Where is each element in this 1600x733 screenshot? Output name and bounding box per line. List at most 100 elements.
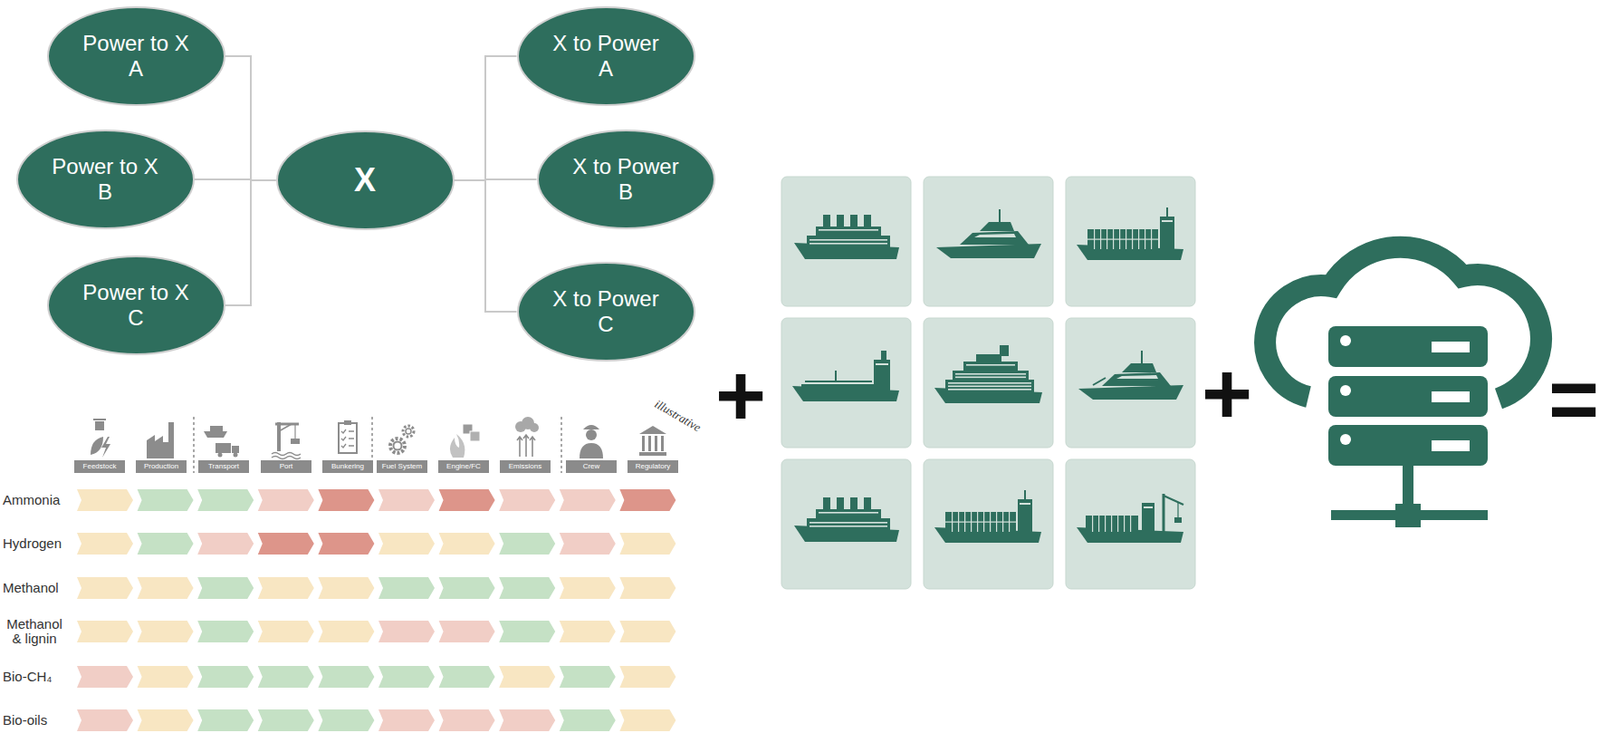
stage-header: Emissions xyxy=(499,459,551,473)
rating-chevron xyxy=(559,708,616,731)
ship-windows xyxy=(809,521,888,524)
rating-chevron xyxy=(619,708,676,731)
server-light xyxy=(1340,433,1351,445)
ship-mast xyxy=(804,380,872,383)
engine-icon xyxy=(450,423,480,458)
rating-chevron xyxy=(317,665,374,688)
ship-tile xyxy=(781,459,911,589)
container-gap xyxy=(1104,515,1106,532)
ship-mast xyxy=(1162,493,1166,532)
stage-header: Crew xyxy=(565,459,617,473)
tile-ground xyxy=(923,317,1054,448)
crane-load xyxy=(1174,517,1182,523)
node-text: Power to X C xyxy=(72,279,199,330)
ship-part xyxy=(815,508,882,518)
ship-part xyxy=(806,235,891,248)
ship-windows xyxy=(974,233,1016,238)
container-gap xyxy=(1123,515,1125,532)
rating-chevron xyxy=(498,665,556,688)
ship-containers xyxy=(1087,229,1159,250)
factory-shape xyxy=(146,421,174,459)
ship-windows xyxy=(948,385,1032,388)
tile-ground xyxy=(1065,317,1196,448)
rating-chevron xyxy=(137,576,194,599)
rating-chevrons xyxy=(76,488,676,731)
node-text: X to Power A xyxy=(544,30,669,81)
row-label: Ammonia xyxy=(2,491,60,508)
rating-chevron xyxy=(197,665,254,688)
rating-chevron xyxy=(317,488,374,511)
rating-chevron xyxy=(619,532,676,555)
server-light xyxy=(1340,384,1351,396)
separator-lines xyxy=(193,416,562,473)
rating-chevron xyxy=(76,532,134,555)
dashed-separator xyxy=(560,416,563,473)
row-label: Bio-oils xyxy=(2,711,48,728)
tile-ground xyxy=(923,176,1054,307)
node-text: Crew xyxy=(565,459,617,473)
rating-chevron xyxy=(378,708,435,731)
container-gap xyxy=(1111,515,1112,532)
gear-teeth xyxy=(402,425,414,437)
node-text: X xyxy=(354,161,376,199)
ship-tile xyxy=(1065,317,1196,448)
shoulders-shape xyxy=(579,442,604,459)
rating-chevron xyxy=(619,620,676,642)
ship-windows xyxy=(948,388,1032,391)
rating-chevron xyxy=(76,488,134,511)
ellipse-shape xyxy=(277,131,454,230)
ellipse-shape xyxy=(517,262,695,361)
node-text: Regulatory xyxy=(627,459,679,473)
ellipse-shape xyxy=(537,130,715,229)
rating-chevron xyxy=(559,665,616,688)
rating-chevron xyxy=(197,488,254,511)
water-wave xyxy=(271,452,301,456)
crane-load xyxy=(290,438,300,444)
process-ellipse: X to Power C xyxy=(517,261,696,362)
ship-windows xyxy=(818,511,879,514)
ship-funnel xyxy=(999,344,1009,356)
rating-chevron xyxy=(258,488,315,511)
node-text: Power to X B xyxy=(42,153,168,204)
rating-chevron xyxy=(498,708,556,731)
rating-chevron xyxy=(498,576,556,599)
server-unit xyxy=(1328,325,1488,367)
ellipse-shape xyxy=(47,256,225,355)
cube-shape xyxy=(469,431,480,441)
ship-part xyxy=(976,354,1002,362)
smoke-puff xyxy=(529,422,539,432)
row-label: Methanol xyxy=(2,579,59,595)
emissions-icon xyxy=(515,416,539,457)
ship-containers xyxy=(1085,515,1139,532)
bin-lid xyxy=(93,418,106,421)
crew-icon xyxy=(579,424,604,459)
ship-tile xyxy=(923,176,1054,307)
rating-chevron xyxy=(439,488,496,511)
roof-shape xyxy=(639,425,667,434)
ship-windows xyxy=(809,242,888,245)
head-shape xyxy=(585,429,597,441)
gear-ring xyxy=(393,441,403,451)
process-ellipse: Power to X A xyxy=(47,6,226,106)
stage-header: Engine/FC xyxy=(438,459,489,473)
rating-chevron xyxy=(619,488,676,511)
ship-part xyxy=(1121,363,1157,373)
rating-chevron xyxy=(137,488,194,511)
rating-chevron xyxy=(559,488,616,511)
rating-chevron xyxy=(317,532,374,555)
rating-chevron xyxy=(439,708,496,731)
dashed-separator xyxy=(192,416,195,473)
ship-windows xyxy=(809,239,888,241)
rating-chevron xyxy=(317,576,374,599)
crane-tower xyxy=(277,421,281,451)
ship-windows xyxy=(955,376,1026,379)
container-gap xyxy=(1130,515,1131,532)
server-unit xyxy=(1328,375,1488,417)
server-unit xyxy=(1328,424,1488,466)
rating-chevron xyxy=(498,488,556,511)
server-light xyxy=(1340,335,1351,346)
node-text: Transport xyxy=(198,459,250,473)
operator-sign: = xyxy=(1548,355,1600,443)
rating-chevron xyxy=(498,620,556,642)
